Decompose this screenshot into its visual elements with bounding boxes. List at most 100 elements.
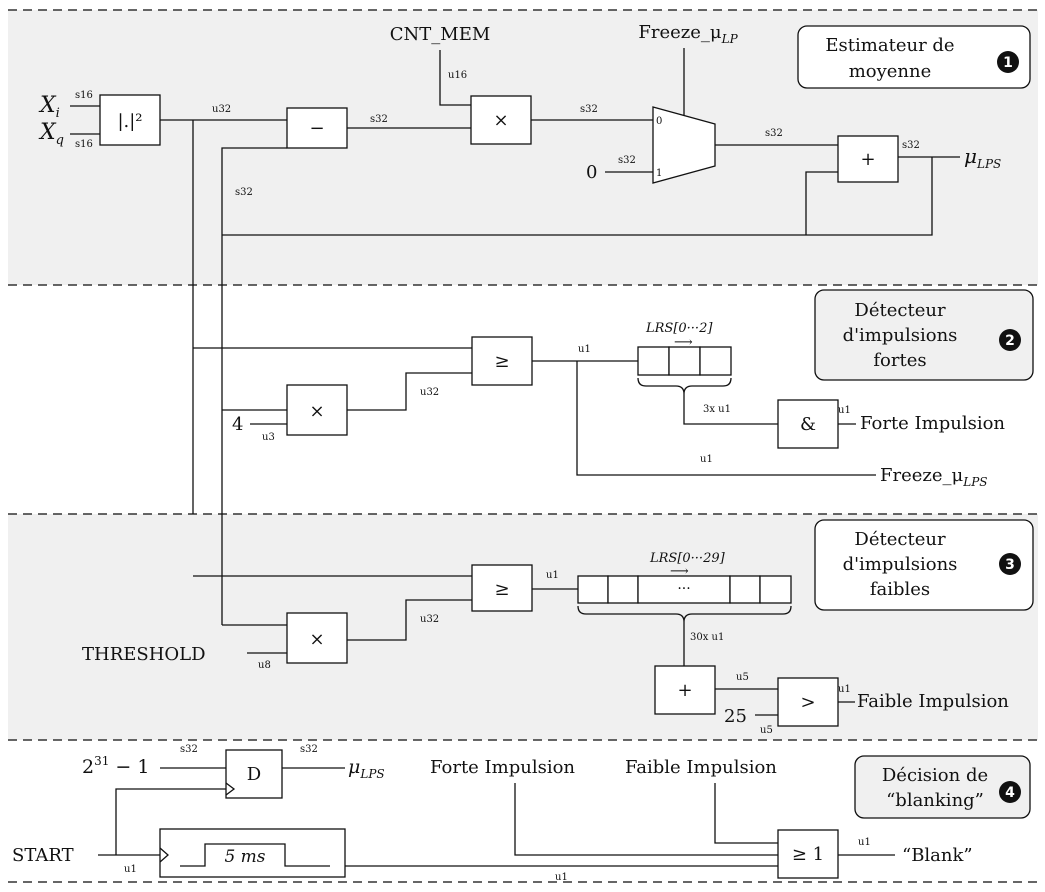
input-xq-label: Xq bbox=[38, 120, 64, 148]
width-label: u1 bbox=[700, 454, 713, 465]
width-label: u32 bbox=[212, 104, 231, 115]
init-value-label: 231 − 1 bbox=[82, 754, 149, 778]
abs-squared-symbol: |.|² bbox=[117, 111, 142, 132]
width-label: s32 bbox=[370, 114, 388, 125]
section-title-line: Décision de bbox=[882, 765, 988, 786]
mux-port-0: 0 bbox=[656, 116, 662, 127]
mux-port-1: 1 bbox=[656, 168, 662, 179]
width-label: u1 bbox=[546, 570, 559, 581]
or-gate-block bbox=[777, 829, 839, 879]
width-label: 30x u1 bbox=[690, 632, 724, 643]
section-title-line: fortes bbox=[873, 350, 926, 371]
section-number-badge bbox=[999, 553, 1021, 575]
section-number: 2 bbox=[1005, 333, 1015, 349]
width-label: u32 bbox=[420, 387, 439, 398]
width-label: s16 bbox=[75, 90, 93, 101]
arrow-right-icon: ⟶ bbox=[670, 564, 689, 579]
width-label: u1 bbox=[124, 864, 137, 875]
section-title-line: moyenne bbox=[849, 61, 932, 82]
width-label: u5 bbox=[736, 672, 749, 683]
summer-symbol: + bbox=[677, 680, 692, 701]
threshold-input-label: THRESHOLD bbox=[82, 644, 206, 665]
faible-impulsion-input-label: Faible Impulsion bbox=[625, 757, 777, 778]
multiplexer-block bbox=[652, 106, 716, 184]
width-label: u1 bbox=[858, 837, 871, 848]
width-label: s32 bbox=[235, 187, 253, 198]
section-title-line: Estimateur de bbox=[825, 35, 954, 56]
compare-geq-symbol: ≥ bbox=[494, 579, 509, 600]
width-label: u1 bbox=[838, 684, 851, 695]
output-faible-impulsion: Faible Impulsion bbox=[857, 691, 1009, 712]
zero-input-label: 0 bbox=[586, 162, 597, 183]
adder-symbol: + bbox=[860, 149, 875, 170]
section-title-line: Détecteur bbox=[854, 529, 946, 550]
summer-block bbox=[654, 665, 716, 715]
output-freeze-lps: Freeze_μLPS bbox=[880, 465, 988, 489]
section-title-line: “blanking” bbox=[886, 790, 984, 811]
subtract-symbol: − bbox=[309, 118, 324, 139]
section-number: 1 bbox=[1003, 55, 1013, 71]
cnt-mem-label: CNT_MEM bbox=[390, 24, 491, 45]
width-label: s32 bbox=[180, 744, 198, 755]
timer-duration: 5 ms bbox=[224, 847, 265, 867]
four-input-label: 4 bbox=[232, 414, 243, 435]
register-cell bbox=[668, 346, 701, 376]
register-cell bbox=[729, 575, 761, 604]
section-title-box bbox=[854, 755, 1031, 819]
width-label: u3 bbox=[262, 432, 275, 443]
multiply-symbol: × bbox=[309, 401, 324, 422]
timer-block bbox=[159, 828, 346, 878]
section-title-box bbox=[797, 25, 1031, 89]
width-label: s32 bbox=[902, 140, 920, 151]
multiply-block bbox=[286, 384, 348, 436]
width-label: u1 bbox=[555, 872, 568, 883]
multiply-symbol: × bbox=[309, 629, 324, 650]
width-label: s32 bbox=[580, 104, 598, 115]
section-number-badge bbox=[999, 329, 1021, 351]
section-title-line: Détecteur bbox=[854, 300, 946, 321]
register-cell bbox=[637, 346, 670, 376]
section-title-box bbox=[814, 289, 1034, 381]
section-estimateur: Estimateur de moyenne 1 Xi Xq s16 s16 |.… bbox=[38, 22, 1031, 625]
width-label: u5 bbox=[760, 725, 773, 736]
width-label: 3x u1 bbox=[703, 404, 731, 415]
width-label: u16 bbox=[448, 70, 467, 81]
register-ellipsis: ··· bbox=[677, 581, 690, 597]
section-faibles: Détecteur d'impulsions faibles 3 ≥ u1 TH… bbox=[82, 519, 1034, 736]
register-cell bbox=[637, 575, 731, 604]
width-label: u1 bbox=[578, 344, 591, 355]
shift-register-30 bbox=[577, 575, 792, 604]
and-gate-symbol: & bbox=[800, 414, 816, 435]
section-decision: Décision de “blanking” 4 231 − 1 s32 D s… bbox=[12, 744, 1031, 883]
width-label: s32 bbox=[300, 744, 318, 755]
section-title-line: faibles bbox=[870, 579, 930, 600]
section-number: 4 bbox=[1005, 785, 1015, 801]
delay-register-symbol: D bbox=[247, 764, 261, 785]
section-fortes: Détecteur d'impulsions fortes 2 ≥ u1 u1 … bbox=[193, 289, 1034, 489]
width-label: s16 bbox=[75, 139, 93, 150]
delay-register-block bbox=[225, 749, 283, 799]
lrs-3-label: LRS[0···2] bbox=[645, 321, 713, 336]
register-cell bbox=[759, 575, 792, 604]
section-number: 3 bbox=[1005, 557, 1015, 573]
adder-block bbox=[837, 135, 899, 183]
width-label: u32 bbox=[420, 614, 439, 625]
compare-geq-symbol: ≥ bbox=[494, 351, 509, 372]
compare-gt-symbol: > bbox=[800, 692, 815, 713]
width-label: s32 bbox=[618, 155, 636, 166]
or-gate-symbol: ≥ 1 bbox=[792, 844, 824, 865]
section-title-line: d'impulsions bbox=[843, 554, 958, 575]
register-cell bbox=[577, 575, 609, 604]
section-title-line: d'impulsions bbox=[843, 325, 958, 346]
freeze-lp-label: Freeze_μLP bbox=[638, 22, 738, 46]
width-label: u8 bbox=[258, 660, 271, 671]
twentyfive-input-label: 25 bbox=[724, 706, 747, 727]
output-forte-impulsion: Forte Impulsion bbox=[860, 413, 1005, 434]
forte-impulsion-input-label: Forte Impulsion bbox=[430, 757, 575, 778]
multiply-block bbox=[286, 612, 348, 664]
output-blank: “Blank” bbox=[902, 845, 973, 866]
width-label: u1 bbox=[838, 405, 851, 416]
output-mu-lps: μLPS bbox=[964, 144, 1001, 171]
register-cell bbox=[607, 575, 639, 604]
